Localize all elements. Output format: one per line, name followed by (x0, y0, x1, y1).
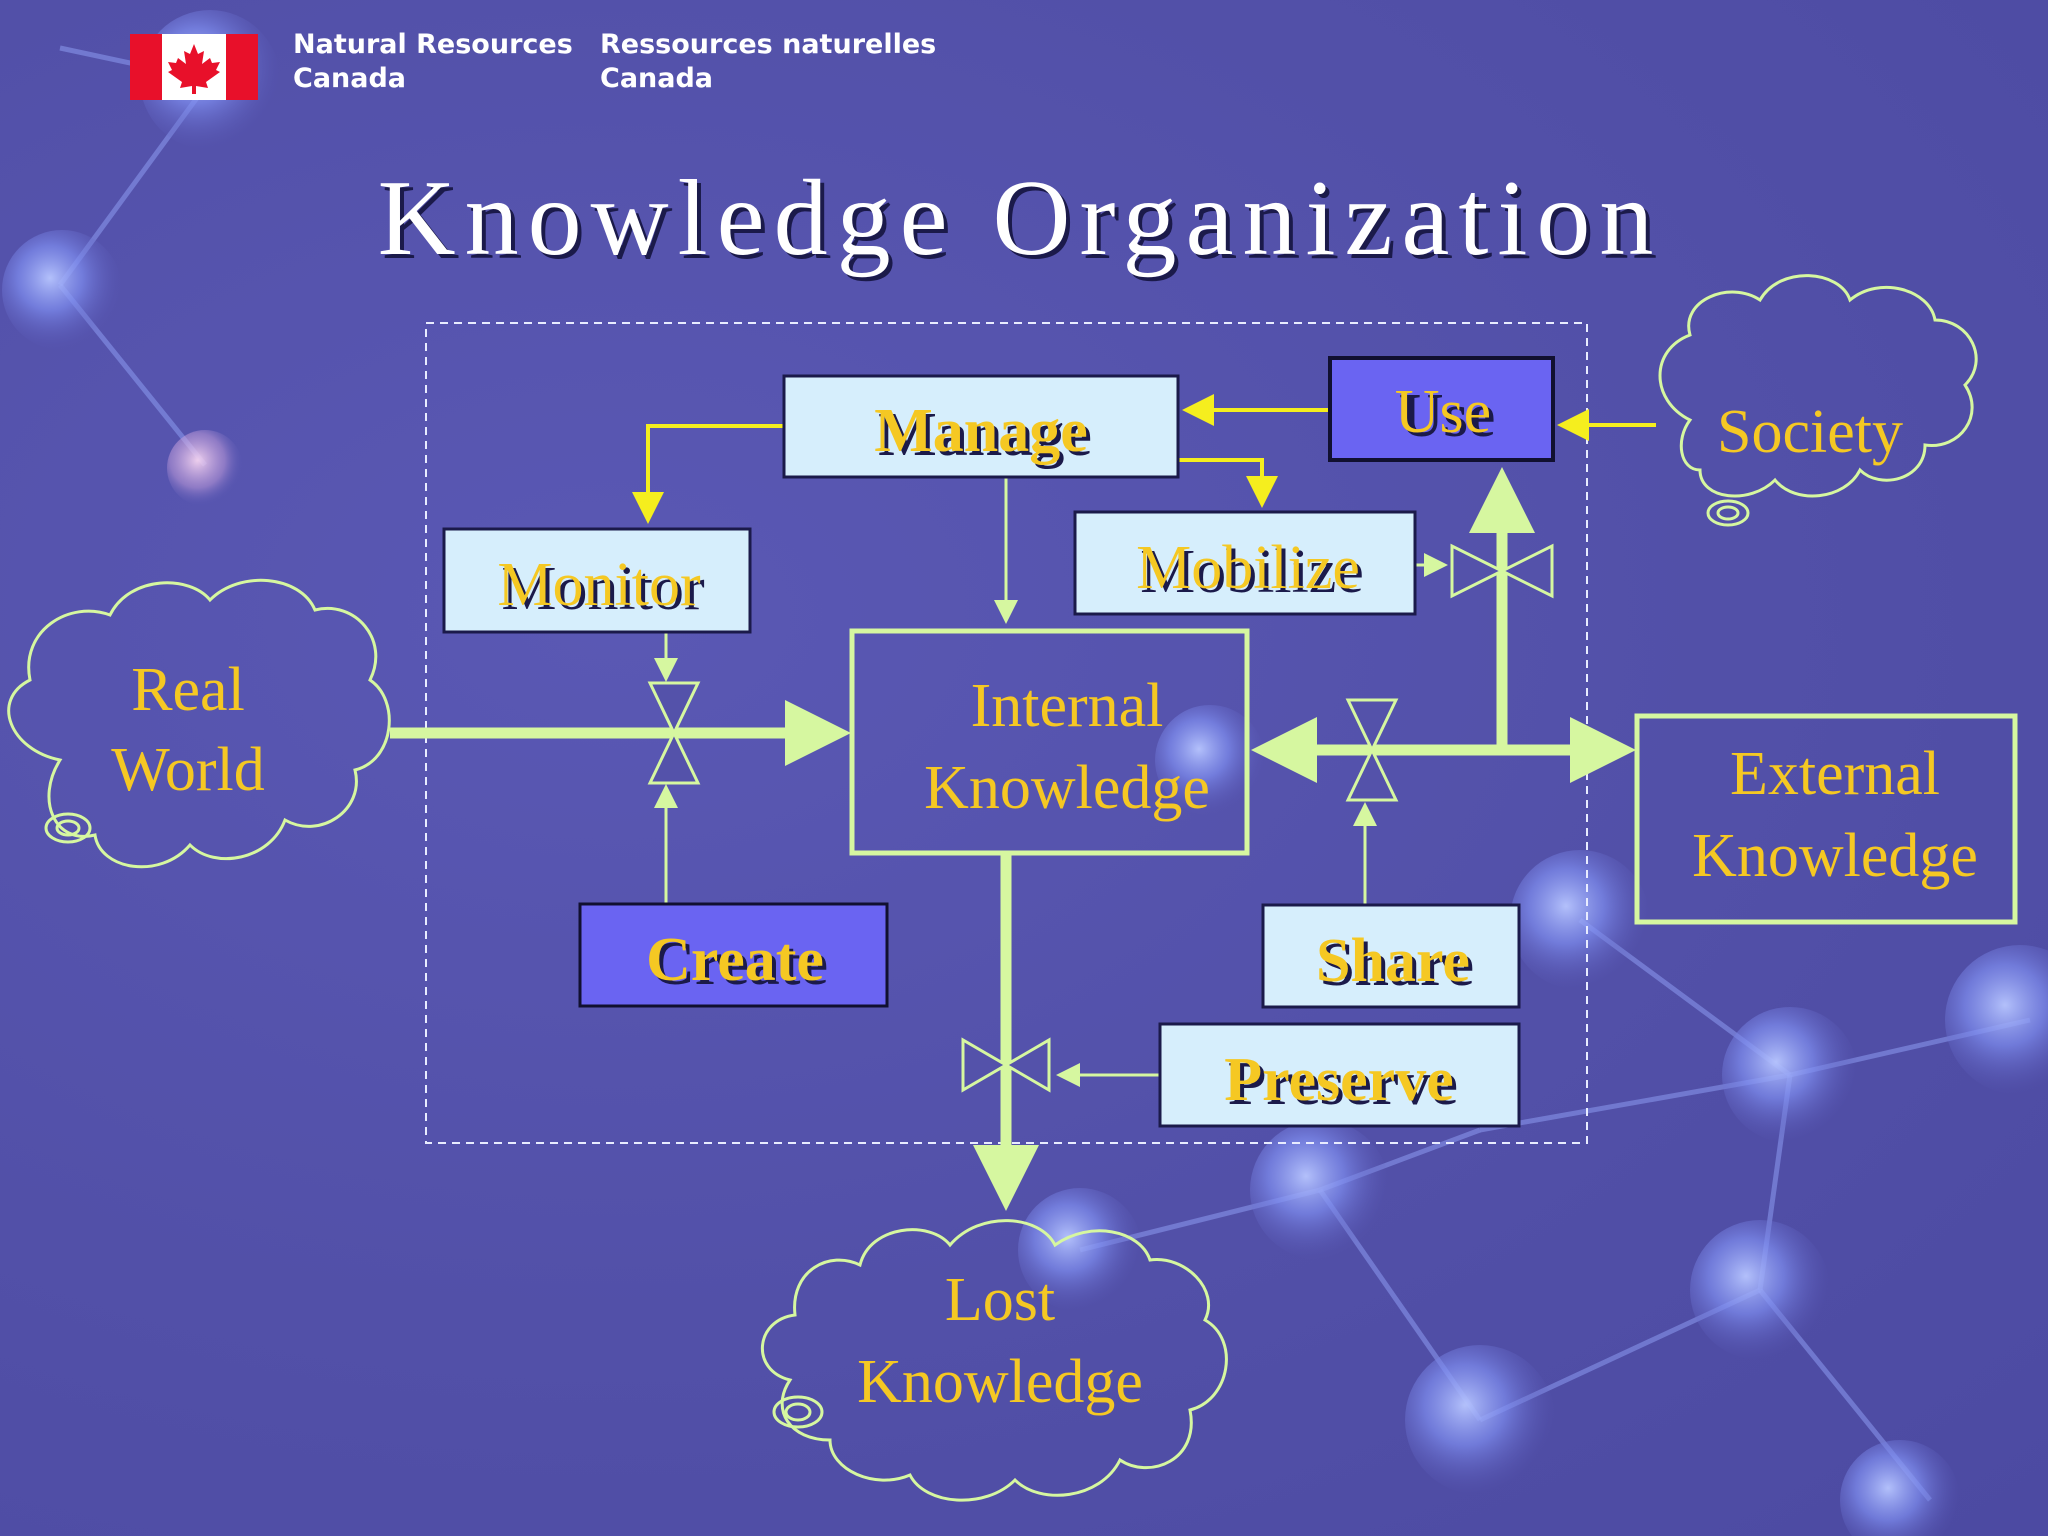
create-label: Create (646, 926, 824, 994)
manage-label-shadow: Manage (878, 401, 1092, 469)
cloud-swirl (1706, 499, 1750, 527)
monitor-box[interactable] (442, 527, 752, 634)
valve-create (647, 681, 701, 785)
mobilize-label-shadow: Mobilize (1140, 538, 1364, 606)
society-label: Society (1717, 398, 1903, 466)
preserve-box[interactable] (1158, 1022, 1521, 1128)
cloud-swirl (772, 1395, 824, 1429)
use-process[interactable]: Use Use (1328, 356, 1555, 462)
create-box[interactable] (578, 902, 889, 1008)
org-en-line1: Natural Resources (293, 29, 573, 60)
internal-knowledge-box (849, 628, 1250, 856)
flag-right-band (226, 34, 258, 100)
preserve-label-shadow: Preserve (1228, 1050, 1457, 1118)
slide-title: Knowledge Organization (378, 159, 1663, 278)
use-box[interactable] (1328, 356, 1555, 462)
valve-preserve (961, 1037, 1051, 1093)
lost-knowledge-label-line2: Knowledge (857, 1348, 1143, 1416)
preserve-label: Preserve (1224, 1046, 1453, 1114)
monitor-process[interactable]: Monitor Monitor (442, 527, 752, 634)
org-fr-line1: Ressources naturelles (600, 29, 937, 60)
cloud-swirl (784, 1402, 812, 1422)
share-label-shadow: Share (1320, 931, 1474, 999)
society-cloud: Society (1658, 274, 1978, 527)
lost-knowledge-label-line1: Lost (945, 1266, 1055, 1334)
create-process[interactable]: Create Create (578, 902, 889, 1008)
internal-knowledge-stock: Internal Knowledge (849, 628, 1250, 856)
cloud-swirl (44, 812, 92, 844)
valve-mobilize (1450, 543, 1554, 599)
canada-flag-icon (130, 34, 258, 100)
valve-share (1345, 698, 1399, 802)
share-label: Share (1316, 927, 1470, 995)
mobilize-process[interactable]: Mobilize Mobilize (1073, 510, 1417, 616)
cloud-swirl (55, 819, 81, 837)
cloud-outline (761, 1219, 1228, 1502)
real-world-label-line1: Real (131, 656, 245, 724)
external-knowledge-label-line2: Knowledge (1692, 822, 1978, 890)
mobilize-box[interactable] (1073, 510, 1417, 616)
org-name-french: Ressources naturelles Canada (600, 28, 936, 96)
slide-title-shadow: Knowledge Organization (382, 163, 1667, 282)
cloud-swirl (1716, 505, 1740, 521)
flag-left-band (130, 34, 162, 100)
manage-label: Manage (874, 397, 1088, 465)
org-fr-line2: Canada (600, 63, 714, 94)
real-world-label-line2: World (111, 736, 264, 804)
internal-knowledge-label-line1: Internal (971, 672, 1164, 740)
real-world-cloud: Real World (7, 578, 391, 869)
external-knowledge-stock: External Knowledge (1634, 713, 2018, 925)
mobilize-label: Mobilize (1136, 534, 1360, 602)
maple-leaf-icon (168, 44, 220, 94)
use-label-shadow: Use (1399, 382, 1495, 450)
internal-knowledge-label-line2: Knowledge (924, 754, 1210, 822)
monitor-label: Monitor (497, 551, 701, 619)
lost-knowledge-cloud: Lost Knowledge (761, 1219, 1228, 1502)
cloud-outline (1658, 274, 1978, 498)
org-en-line2: Canada (293, 63, 407, 94)
monitor-label-shadow: Monitor (501, 555, 705, 623)
use-label: Use (1395, 378, 1491, 446)
share-box[interactable] (1261, 903, 1521, 1009)
org-name-english: Natural Resources Canada (293, 28, 573, 96)
arrow-manage-to-monitor (632, 424, 784, 524)
create-label-shadow: Create (650, 930, 828, 998)
external-knowledge-box (1634, 713, 2018, 925)
external-knowledge-label-line1: External (1730, 740, 1940, 808)
preserve-process[interactable]: Preserve Preserve (1158, 1022, 1521, 1128)
share-process[interactable]: Share Share (1261, 903, 1521, 1009)
manage-process[interactable]: Manage Manage (782, 374, 1180, 479)
manage-box[interactable] (782, 374, 1180, 479)
cloud-outline (7, 578, 391, 869)
arrow-manage-to-mobilize (1178, 458, 1278, 508)
